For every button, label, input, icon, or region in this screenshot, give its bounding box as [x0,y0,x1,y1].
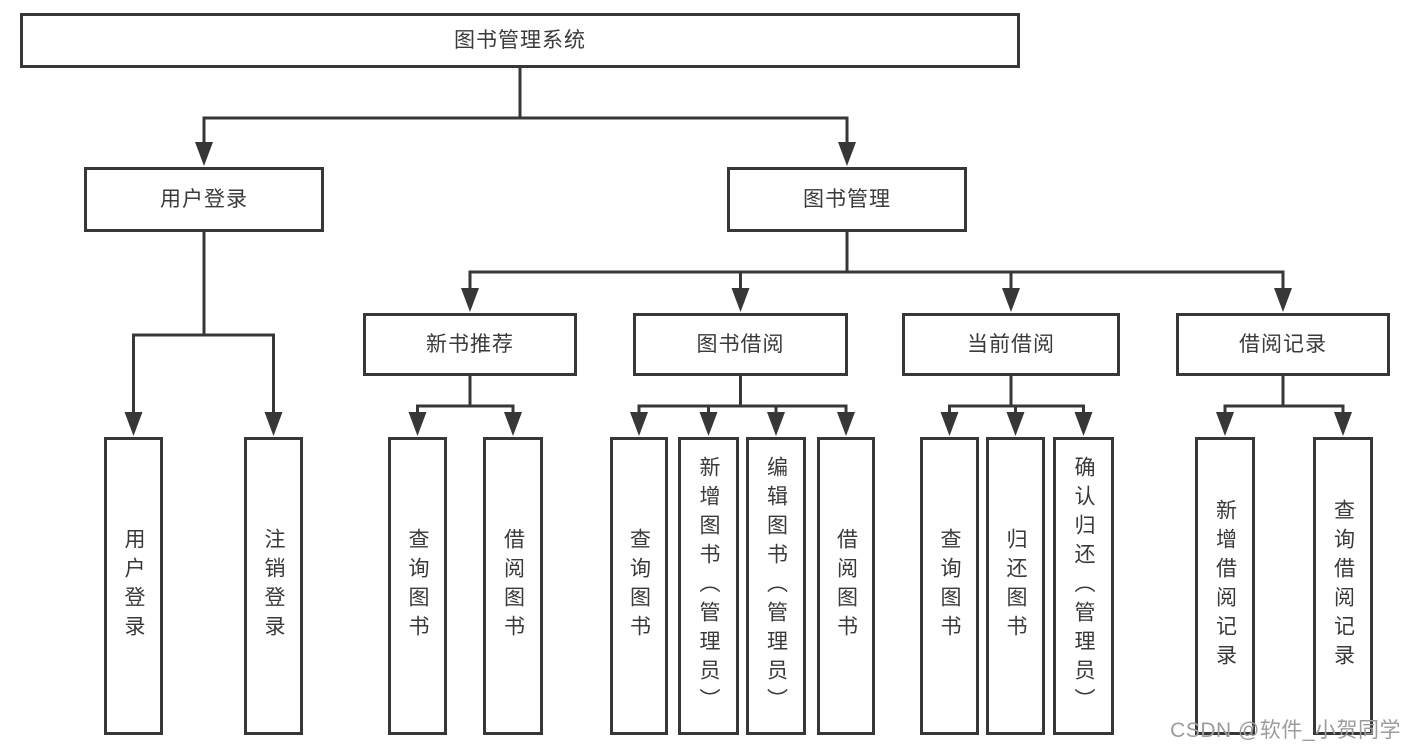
arrowhead [731,288,750,312]
leaf-query-books-2: 查询图书 [610,437,668,735]
arrowhead [408,412,427,436]
leaf-label: 注销登录 [262,528,285,644]
leaf-confirm-return-admin: 确认归还（管理员） [1053,437,1114,735]
arrowhead [1006,412,1025,436]
node-user-login: 用户登录 [84,167,324,232]
leaf-label: 新增图书（管理员） [697,455,720,717]
arrowhead [124,412,143,436]
arrowhead [940,412,959,436]
node-current-borrowing: 当前借阅 [902,313,1120,376]
node-book-management: 图书管理 [727,167,967,232]
leaf-label: 查询图书 [938,528,961,644]
leaf-label: 新增借阅记录 [1213,499,1237,673]
arrowhead [461,288,479,312]
connector-book-management-children [468,232,1285,290]
leaf-query-books-3: 查询图书 [920,437,979,735]
leaf-add-borrow-record: 新增借阅记录 [1195,437,1255,735]
arrowhead [264,412,283,436]
leaf-logout: 注销登录 [244,437,303,735]
arrowhead [630,412,648,436]
arrowhead [837,412,855,436]
leaf-label: 查询借阅记录 [1331,499,1355,673]
arrowhead [838,142,856,166]
leaf-label: 编辑图书（管理员） [764,455,788,717]
leaf-label: 查询图书 [406,528,429,644]
connector-book-borrowing-children [637,376,848,414]
csdn-watermark: CSDN @软件_小贺同学 [1170,719,1401,742]
leaf-borrow-books-2: 借阅图书 [817,437,875,735]
leaf-label: 归还图书 [1004,528,1027,644]
leaf-add-books-admin: 新增图书（管理员） [678,437,739,735]
leaf-return-books: 归还图书 [986,437,1045,735]
connector-root-to-level2 [202,68,849,145]
leaf-label: 借阅图书 [501,528,525,644]
arrowheads [124,142,1352,436]
arrowhead [1274,288,1292,312]
node-borrowing-records: 借阅记录 [1176,313,1390,376]
leaf-borrow-books-1: 借阅图书 [483,437,543,735]
leaf-query-books-1: 查询图书 [388,437,447,735]
leaf-label: 确认归还（管理员） [1072,455,1095,717]
leaf-label: 用户登录 [122,528,145,644]
arrowhead [504,412,522,436]
arrowhead [195,142,213,166]
leaf-edit-books-admin: 编辑图书（管理员） [746,437,806,735]
arrowhead [1216,412,1234,436]
node-root: 图书管理系统 [20,13,1020,68]
leaf-user-login: 用户登录 [104,437,163,735]
connector-new-book-children [416,376,515,414]
connector-current-borrowing-children [948,376,1085,414]
leaf-query-borrow-record: 查询借阅记录 [1313,437,1373,735]
node-new-book-recommendation: 新书推荐 [363,313,577,376]
arrowhead [767,412,785,436]
connector-user-login-children [132,232,275,414]
node-book-borrowing: 图书借阅 [633,313,848,376]
arrowhead [1334,412,1352,436]
connector-borrowing-records-children [1223,376,1345,414]
arrowhead [1074,412,1093,436]
leaf-label: 借阅图书 [834,528,858,644]
arrowhead [699,412,718,436]
leaf-label: 查询图书 [627,528,651,644]
arrowhead [1002,288,1020,312]
